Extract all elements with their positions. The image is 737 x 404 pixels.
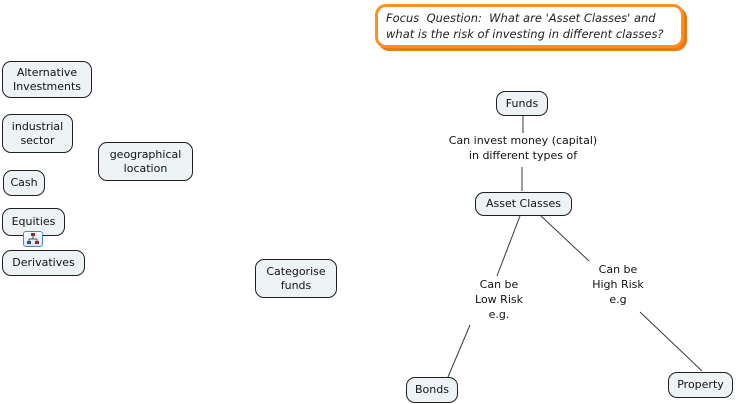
concept-alternative-investments[interactable]: Alternative Investments	[2, 61, 92, 98]
concept-label: industrial sector	[11, 119, 64, 147]
concept-cash[interactable]: Cash	[3, 170, 45, 196]
concept-property[interactable]: Property	[668, 372, 733, 398]
concept-derivatives[interactable]: Derivatives	[2, 250, 85, 276]
line-asset-classes-to-low-risk	[496, 215, 521, 277]
concept-bonds[interactable]: Bonds	[406, 377, 458, 403]
concept-label: Asset Classes	[485, 197, 561, 210]
concept-asset-classes[interactable]: Asset Classes	[475, 192, 572, 216]
concept-label: Property	[677, 378, 724, 391]
concept-label: Equities	[11, 215, 56, 228]
focus-question[interactable]: Focus Question: What are 'Asset Classes'…	[375, 4, 684, 48]
concept-categorise-funds[interactable]: Categorise funds	[255, 259, 337, 298]
linking-phrase-invest[interactable]: Can invest money (capital) in different …	[448, 134, 598, 162]
concept-label: geographical location	[109, 147, 182, 175]
concept-label: Categorise funds	[266, 264, 326, 292]
concept-map-icon[interactable]	[23, 231, 43, 247]
concept-label: Funds	[505, 96, 539, 110]
concept-label: Alternative Investments	[12, 65, 82, 93]
concept-industrial-sector[interactable]: industrial sector	[2, 114, 73, 153]
linking-phrase-high-risk[interactable]: Can be High Risk e.g	[592, 263, 644, 306]
line-low-risk-to-bonds	[447, 324, 471, 378]
concept-label: Cash	[10, 176, 38, 189]
line-high-risk-to-property	[639, 311, 703, 372]
concept-funds[interactable]: Funds	[496, 91, 548, 116]
concept-label: Derivatives	[12, 256, 75, 269]
mini-map-glyph	[27, 233, 39, 244]
concept-label: Bonds	[415, 383, 449, 396]
linking-phrase-low-risk[interactable]: Can be Low Risk e.g.	[475, 278, 523, 321]
line-asset-classes-to-high-risk	[540, 215, 590, 262]
concept-geographical-location[interactable]: geographical location	[98, 142, 193, 181]
